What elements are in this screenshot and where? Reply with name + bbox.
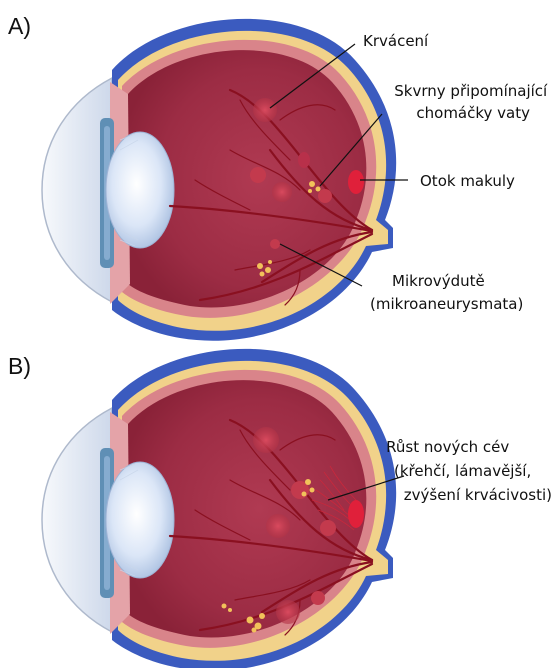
panel-b-label: B)	[8, 353, 31, 379]
macula-edema-a	[348, 170, 364, 194]
callout-hemorrhage: Krvácení	[363, 32, 429, 50]
macula-b	[348, 500, 364, 528]
callout-new-vessels: Růst nových cév (křehčí, lámavější, zvýš…	[386, 438, 552, 504]
eye-illustration-b	[42, 349, 396, 668]
panel-b: B)	[8, 349, 552, 668]
panel-a-label: A)	[8, 13, 31, 39]
callout-microaneurysms: Mikrovýdutě (mikroaneurysmata)	[370, 272, 523, 313]
callout-cotton-wool-spots: Skvrny připomínající chomáčky vaty	[394, 82, 552, 122]
panel-a: A) Krvácení	[8, 13, 552, 341]
callout-macular-edema: Otok makuly	[420, 172, 515, 190]
eye-illustration-a	[42, 19, 396, 341]
